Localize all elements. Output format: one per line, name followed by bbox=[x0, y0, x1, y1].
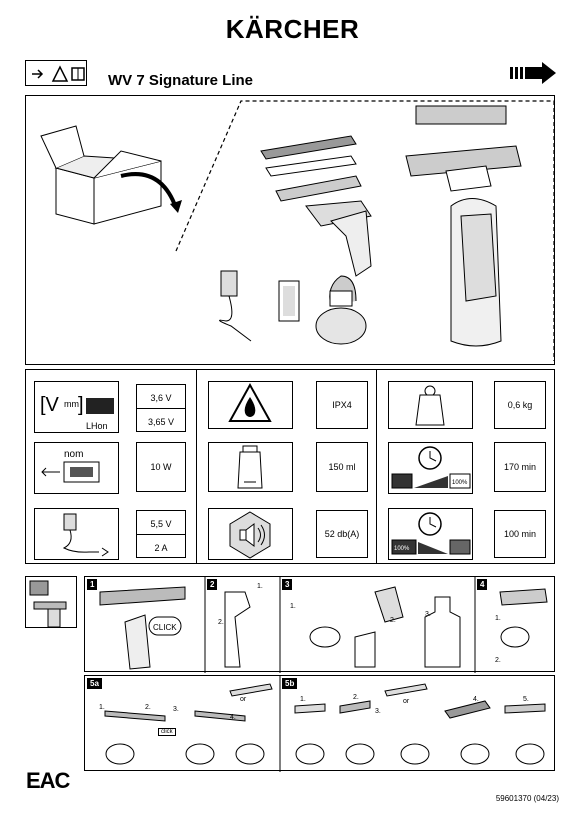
warning-read-icon bbox=[32, 65, 85, 82]
step-5a-sub-3: 3. bbox=[173, 706, 179, 713]
svg-text:[V: [V bbox=[40, 394, 60, 416]
step-5b-badge: 5b bbox=[282, 678, 298, 689]
voltage-values: 3,6 V 3,65 V bbox=[136, 384, 186, 432]
motor-icon: nom bbox=[34, 442, 119, 494]
charge-time-icon: 100% bbox=[388, 508, 473, 560]
brand-logo: KÄRCHER bbox=[225, 14, 360, 44]
step-5a-sub-2: 2. bbox=[145, 704, 151, 711]
step-1-badge: 1 bbox=[87, 579, 98, 590]
eac-mark: EAC bbox=[26, 768, 70, 793]
svg-text:]: ] bbox=[78, 394, 84, 416]
runtime-battery-label: 100% bbox=[452, 480, 468, 486]
step-5b-sub-1: 1. bbox=[300, 696, 306, 703]
or-label-2: or bbox=[403, 698, 410, 705]
runtime-icon: 100% bbox=[388, 442, 473, 494]
charger-voltage: 5,5 V bbox=[150, 519, 172, 529]
battery-type-label: LHon bbox=[86, 421, 108, 431]
step-5b-sub-4: 4. bbox=[473, 696, 479, 703]
product-title: WV 7 Signature Line bbox=[108, 72, 254, 89]
tank-volume-value: 150 ml bbox=[316, 442, 368, 492]
step-5b-sub-3: 3. bbox=[375, 708, 381, 715]
or-label-1: or bbox=[240, 696, 247, 703]
arrow-icon bbox=[120, 172, 178, 209]
step-2-sub-1: 1. bbox=[257, 583, 263, 590]
charger-spec-icon bbox=[34, 508, 119, 560]
voltage-value-2: 3,65 V bbox=[147, 417, 175, 427]
charge-time-value: 100 min bbox=[494, 510, 546, 558]
technical-data: [V mm ] LHon 3,6 V 3,65 V nom 10 W 5,5 V… bbox=[25, 369, 555, 564]
step-4-badge: 4 bbox=[477, 579, 488, 590]
assembly-steps-2-illustration bbox=[104, 676, 546, 772]
spray-bottle-icon bbox=[305, 200, 372, 345]
svg-text:mm: mm bbox=[64, 399, 79, 409]
part-number: 59601370 (04/23) bbox=[495, 794, 559, 803]
assembly-side-icon bbox=[25, 576, 77, 628]
assembly-steps-row-1: 1 2 3 4 CLICK 1. 2. 1. 2. 3. 1. 2. bbox=[84, 576, 555, 673]
charge-battery-label: 100% bbox=[394, 546, 410, 552]
step-2-sub-2: 2. bbox=[218, 619, 224, 626]
window-vac-icon bbox=[405, 105, 522, 347]
step-5a-sub-1: 1. bbox=[99, 704, 105, 711]
step-2-badge: 2 bbox=[207, 579, 218, 590]
next-page-arrow-icon bbox=[510, 62, 556, 84]
step-3-badge: 3 bbox=[282, 579, 293, 590]
runtime-value: 170 min bbox=[494, 442, 546, 492]
ip-rating-value: IPX4 bbox=[316, 381, 368, 429]
scope-of-delivery bbox=[25, 95, 555, 365]
step-4-sub-1: 1. bbox=[495, 615, 501, 622]
noise-icon bbox=[208, 508, 293, 560]
power-value: 10 W bbox=[136, 442, 186, 492]
carton-box-icon bbox=[40, 125, 162, 225]
step-3-sub-2: 2. bbox=[390, 617, 396, 624]
charger-values: 5,5 V 2 A bbox=[136, 510, 186, 558]
step-5b-sub-2: 2. bbox=[353, 694, 359, 701]
click-label: CLICK bbox=[153, 623, 177, 632]
click-label-small: click bbox=[158, 728, 176, 736]
weight-icon bbox=[388, 381, 473, 429]
assembly-steps-row-2: 5a 5b 1. 2. 3. click or 4. 1. 2. or 3. 4… bbox=[84, 675, 555, 772]
step-4-sub-2: 2. bbox=[495, 657, 501, 664]
nom-label: nom bbox=[64, 449, 83, 460]
battery-voltage-icon: [V mm ] LHon bbox=[34, 381, 119, 433]
step-5b-sub-5: 5. bbox=[523, 696, 529, 703]
noise-value: 52 db(A) bbox=[316, 510, 368, 558]
splash-water-icon bbox=[208, 381, 293, 429]
assembly-steps-1-illustration bbox=[99, 577, 548, 673]
safety-icons bbox=[25, 60, 87, 86]
charger-icon bbox=[219, 270, 252, 342]
charger-current: 2 A bbox=[154, 543, 168, 553]
step-5a-badge: 5a bbox=[87, 678, 102, 689]
step-5a-sub-4: 4. bbox=[230, 714, 236, 721]
delivery-illustration bbox=[40, 100, 555, 361]
weight-value: 0,6 kg bbox=[494, 381, 546, 429]
tank-icon bbox=[208, 442, 293, 492]
step-3-sub-3: 3. bbox=[425, 611, 431, 618]
step-3-sub-1: 1. bbox=[290, 603, 296, 610]
voltage-value-1: 3,6 V bbox=[150, 393, 172, 403]
